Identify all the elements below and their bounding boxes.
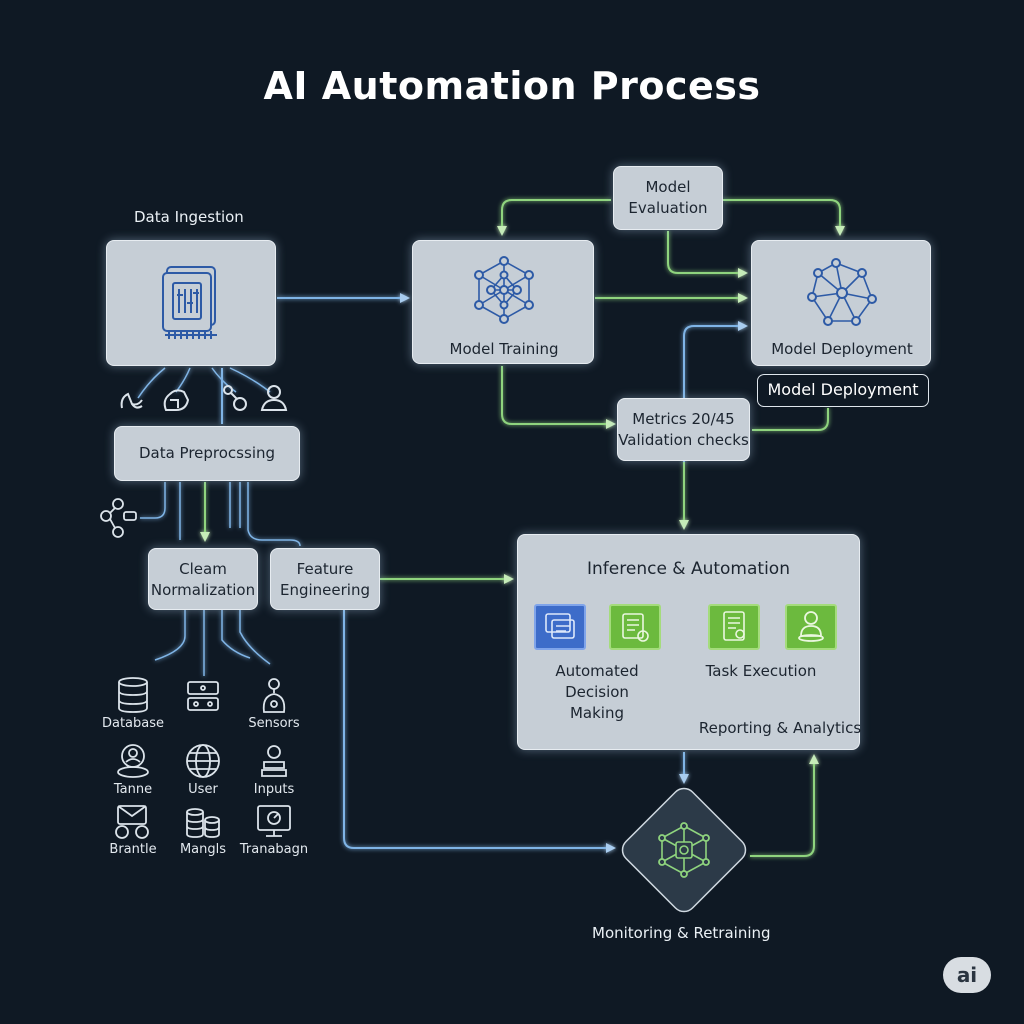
arrow-feature-to-monitoring bbox=[343, 610, 616, 853]
model-evaluation-box[interactable]: Model Evaluation bbox=[613, 166, 723, 230]
reporting-analytics-label: Reporting & Analytics bbox=[698, 719, 862, 737]
arrow-evaluation-to-training bbox=[497, 199, 611, 236]
monitoring-network-icon bbox=[658, 822, 710, 878]
data-preprocessing-box[interactable]: Data Preprocssing bbox=[114, 426, 300, 481]
cloud-chart-icon bbox=[163, 389, 190, 411]
arrow-monitoring-to-inference bbox=[750, 754, 819, 857]
user-stack-icon bbox=[117, 744, 149, 778]
data-ingestion-box[interactable] bbox=[106, 240, 276, 366]
preprocessing-left-link bbox=[140, 482, 166, 519]
page-title: AI Automation Process bbox=[263, 64, 761, 108]
node-link-icon bbox=[223, 385, 247, 411]
data-ingestion-label: Data Ingestion bbox=[134, 208, 244, 226]
server-rack-icon bbox=[187, 681, 219, 711]
model-evaluation-label: Model Evaluation bbox=[628, 178, 708, 217]
monitor-icon bbox=[257, 805, 291, 837]
neural-network-icon bbox=[474, 256, 534, 324]
database-stack-icon bbox=[186, 808, 220, 838]
source-label-user: User bbox=[188, 782, 218, 797]
globe-icon bbox=[186, 744, 220, 778]
source-label-tranabagn: Tranabagn bbox=[239, 842, 309, 857]
decision-chip-icon bbox=[534, 604, 586, 650]
metrics-label: Metrics 20/45 Validation checks bbox=[618, 410, 749, 449]
clean-normalization-box[interactable]: Cleam Normalization bbox=[148, 548, 258, 610]
sensor-icon bbox=[262, 678, 286, 713]
source-label-tanne: Tanne bbox=[113, 782, 153, 797]
ingestion-branch-lines bbox=[137, 367, 271, 399]
hand-icon bbox=[120, 392, 143, 409]
task-checklist-icon bbox=[708, 604, 760, 650]
feature-engineering-label: Feature Engineering bbox=[280, 560, 370, 599]
database-icon bbox=[118, 677, 148, 713]
feature-engineering-box[interactable]: Feature Engineering bbox=[270, 548, 380, 610]
arrow-training-to-metrics bbox=[501, 366, 616, 429]
source-label-database: Database bbox=[101, 716, 165, 731]
workflow-icon bbox=[100, 498, 137, 538]
decision-tools-icon bbox=[609, 604, 661, 650]
monitoring-retraining-label: Monitoring & Retraining bbox=[592, 924, 771, 942]
network-graph-icon bbox=[807, 258, 877, 326]
clean-normalization-label: Cleam Normalization bbox=[150, 560, 256, 599]
clean-to-sources-lines bbox=[154, 610, 271, 676]
arrow-evaluation-to-deployment-side bbox=[667, 231, 748, 278]
metrics-box[interactable]: Metrics 20/45 Validation checks bbox=[617, 398, 750, 461]
source-label-inputs: Inputs bbox=[253, 782, 295, 797]
arrow-metrics-to-tag bbox=[752, 408, 829, 431]
inference-automation-label: Inference & Automation bbox=[587, 559, 790, 579]
model-training-box[interactable]: Model Training bbox=[412, 240, 594, 364]
server-chip-icon bbox=[162, 266, 217, 339]
mail-icon bbox=[115, 805, 149, 839]
model-deployment-label: Model Deployment bbox=[771, 340, 913, 358]
source-label-brantle: Brantle bbox=[109, 842, 157, 857]
arrow-evaluation-to-deployment-top bbox=[723, 199, 845, 236]
source-label-sensors: Sensors bbox=[248, 716, 300, 731]
task-execution-label: Task Execution bbox=[705, 662, 817, 680]
model-deployment-box[interactable]: Model Deployment bbox=[751, 240, 931, 366]
preprocessing-branch-lines bbox=[179, 482, 301, 547]
model-deployment-tag[interactable]: Model Deployment bbox=[757, 374, 929, 407]
model-training-label: Model Training bbox=[449, 340, 559, 358]
task-user-icon bbox=[785, 604, 837, 650]
input-stack-icon bbox=[261, 745, 287, 777]
arrow-inference-to-deployment bbox=[683, 321, 748, 462]
person-icon bbox=[260, 385, 288, 411]
source-label-mangls: Mangls bbox=[179, 842, 227, 857]
automated-decision-label: Automated Decision Making bbox=[555, 662, 639, 722]
ai-badge: ai bbox=[943, 957, 991, 993]
data-preprocessing-label: Data Preprocssing bbox=[138, 444, 276, 462]
